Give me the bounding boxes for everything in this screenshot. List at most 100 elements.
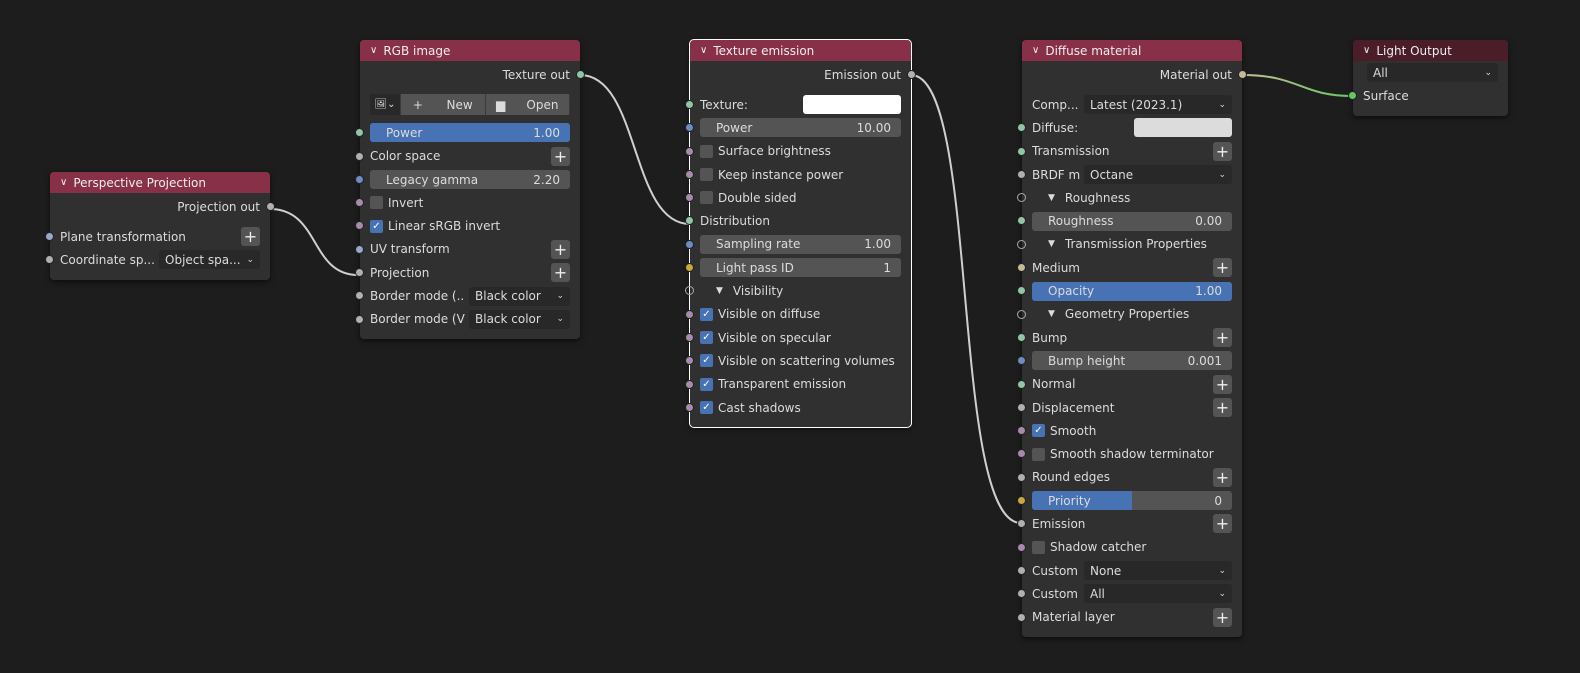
checkbox[interactable]: [1032, 447, 1045, 461]
socket[interactable]: [1017, 146, 1026, 156]
node-header[interactable]: ∨Perspective Projection: [50, 172, 270, 193]
node-header[interactable]: ∨Light Output: [1353, 40, 1508, 61]
add-button[interactable]: +: [1213, 607, 1232, 627]
add-button[interactable]: +: [551, 239, 570, 259]
socket[interactable]: [1017, 472, 1026, 482]
add-button[interactable]: +: [1213, 141, 1232, 161]
socket[interactable]: [1017, 542, 1026, 552]
socket[interactable]: [685, 286, 694, 296]
socket[interactable]: [685, 216, 694, 226]
socket[interactable]: [685, 263, 694, 273]
socket[interactable]: [685, 146, 694, 156]
socket[interactable]: [1238, 70, 1247, 79]
dropdown[interactable]: All⌄: [1367, 63, 1498, 83]
socket[interactable]: [355, 314, 364, 324]
socket[interactable]: [45, 255, 54, 265]
link-surface[interactable]: [1241, 74, 1354, 97]
socket[interactable]: [1017, 356, 1026, 366]
socket[interactable]: [355, 268, 364, 278]
triangle-down-icon[interactable]: ▼: [1048, 309, 1055, 320]
socket[interactable]: [1017, 402, 1026, 412]
socket[interactable]: [1017, 496, 1026, 506]
chevron-down-icon[interactable]: ∨: [1363, 45, 1371, 56]
socket[interactable]: [1017, 216, 1026, 226]
node-header[interactable]: ∨Diffuse material: [1022, 40, 1242, 61]
socket[interactable]: [1017, 332, 1026, 342]
image-browse-button[interactable]: 🖼⌄: [370, 94, 400, 116]
triangle-down-icon[interactable]: ▼: [1048, 192, 1055, 203]
socket[interactable]: [355, 221, 364, 231]
socket[interactable]: [1017, 449, 1026, 459]
checkbox[interactable]: [370, 196, 383, 210]
dropdown[interactable]: Latest (2023.1)⌄: [1084, 95, 1232, 115]
triangle-down-icon[interactable]: ▼: [716, 286, 723, 297]
add-button[interactable]: +: [1213, 374, 1232, 394]
open-image-button[interactable]: ▆Open: [485, 94, 569, 116]
socket[interactable]: [266, 202, 275, 211]
dropdown[interactable]: Black color⌄: [469, 286, 570, 306]
checkbox[interactable]: ✓: [700, 307, 713, 321]
socket[interactable]: [685, 169, 694, 179]
dropdown[interactable]: None⌄: [1084, 561, 1232, 581]
color-swatch[interactable]: [1134, 118, 1232, 138]
socket[interactable]: [355, 198, 364, 208]
socket[interactable]: [1017, 565, 1026, 575]
checkbox[interactable]: ✓: [370, 219, 383, 233]
socket[interactable]: [1017, 612, 1026, 622]
socket[interactable]: [1348, 91, 1357, 101]
checkbox[interactable]: ✓: [700, 331, 713, 345]
dropdown[interactable]: Octane⌄: [1084, 165, 1232, 185]
socket[interactable]: [1017, 239, 1026, 249]
socket[interactable]: [685, 100, 694, 109]
chevron-down-icon[interactable]: ∨: [60, 177, 68, 188]
socket[interactable]: [685, 402, 694, 412]
add-button[interactable]: +: [241, 227, 260, 247]
add-button[interactable]: +: [1213, 514, 1232, 534]
socket[interactable]: [355, 291, 364, 301]
socket[interactable]: [685, 379, 694, 389]
add-button[interactable]: +: [551, 146, 570, 166]
chevron-down-icon[interactable]: ∨: [370, 45, 378, 56]
socket[interactable]: [1017, 309, 1026, 319]
add-button[interactable]: +: [551, 263, 570, 283]
chevron-down-icon[interactable]: ∨: [1032, 45, 1040, 56]
socket[interactable]: [907, 70, 916, 79]
add-button[interactable]: +: [1213, 398, 1232, 417]
socket[interactable]: [1017, 123, 1026, 133]
add-button[interactable]: +: [1213, 467, 1232, 487]
socket[interactable]: [1017, 193, 1026, 203]
socket[interactable]: [1017, 519, 1026, 529]
checkbox[interactable]: [700, 144, 713, 158]
checkbox[interactable]: ✓: [1032, 424, 1045, 438]
checkbox[interactable]: ✓: [700, 354, 713, 368]
link-emission[interactable]: [910, 74, 1022, 524]
socket[interactable]: [1017, 589, 1026, 599]
link-texture[interactable]: [579, 74, 691, 225]
socket[interactable]: [355, 244, 364, 254]
socket[interactable]: [576, 70, 585, 79]
dropdown[interactable]: All⌄: [1084, 584, 1232, 604]
checkbox[interactable]: ✓: [700, 401, 713, 414]
checkbox[interactable]: [700, 168, 713, 182]
socket[interactable]: [685, 123, 694, 133]
add-button[interactable]: +: [1213, 328, 1232, 348]
socket[interactable]: [1017, 379, 1026, 389]
checkbox[interactable]: [700, 191, 713, 205]
link-projection[interactable]: [269, 208, 359, 276]
socket[interactable]: [685, 332, 694, 342]
add-button[interactable]: +: [1213, 258, 1232, 278]
